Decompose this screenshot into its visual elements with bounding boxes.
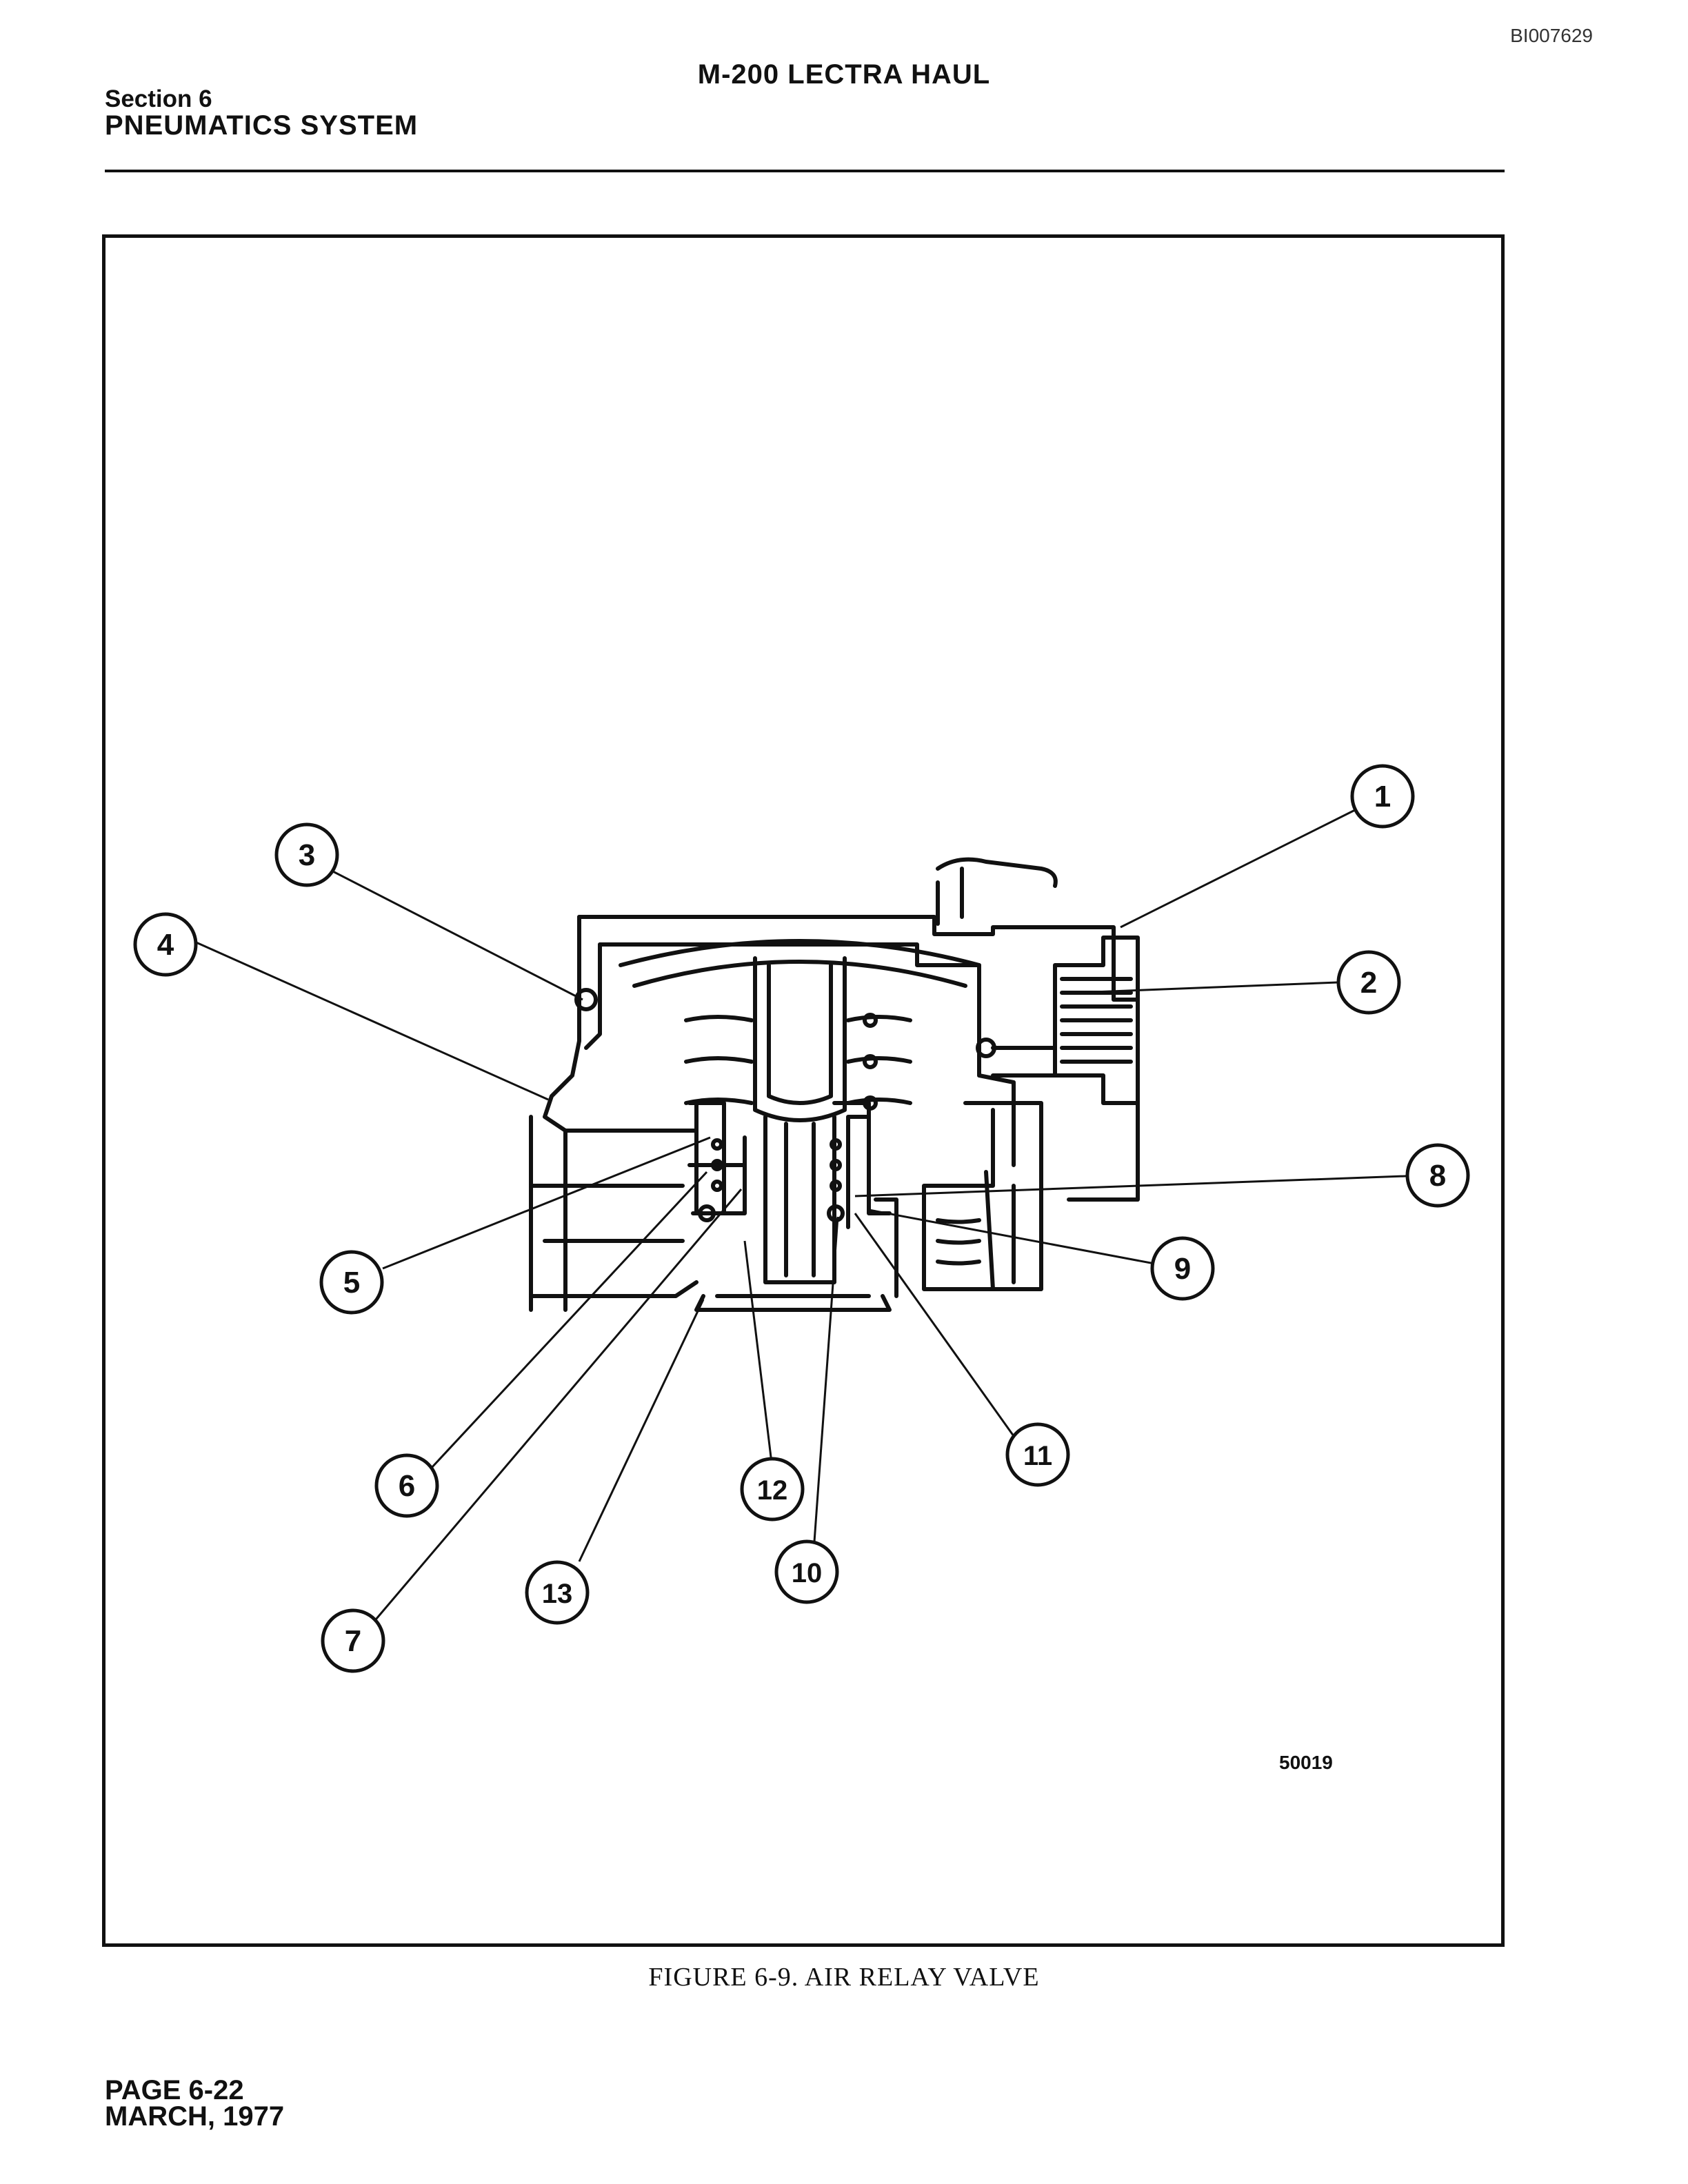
callout-12: 12: [740, 1457, 805, 1521]
callout-9-label: 9: [1174, 1252, 1191, 1286]
callout-4-label: 4: [157, 928, 174, 962]
callout-5-label: 5: [343, 1266, 360, 1300]
callout-6: 6: [374, 1453, 439, 1518]
figure-frame: [102, 234, 1505, 1947]
callout-10: 10: [774, 1539, 839, 1604]
callout-7-label: 7: [345, 1624, 361, 1658]
leader-lines: [192, 809, 1425, 1624]
callout-5: 5: [319, 1250, 384, 1315]
callout-11-label: 11: [1023, 1441, 1052, 1471]
callout-2: 2: [1336, 950, 1401, 1015]
drawing-number: 50019: [1279, 1752, 1333, 1773]
section-name: PNEUMATICS SYSTEM: [105, 110, 419, 141]
callout-10-label: 10: [792, 1558, 823, 1588]
callout-3-label: 3: [299, 838, 315, 872]
callout-13-label: 13: [542, 1579, 573, 1609]
manual-title: M-200 LECTRA HAUL: [697, 59, 991, 90]
callout-4: 4: [133, 912, 198, 977]
callout-11: 11: [1005, 1422, 1070, 1487]
header-rule: [105, 170, 1505, 172]
callout-7: 7: [321, 1608, 385, 1673]
callout-8-label: 8: [1429, 1159, 1446, 1193]
callout-2-label: 2: [1360, 966, 1377, 1000]
callout-3: 3: [274, 822, 339, 887]
callout-9: 9: [1150, 1236, 1215, 1301]
callout-1-label: 1: [1374, 780, 1391, 813]
callout-1: 1: [1350, 764, 1415, 829]
page-date: MARCH, 1977: [105, 2101, 285, 2132]
air-relay-valve-figure: 1 2 3 4 5 6 7 8: [133, 764, 1470, 1773]
page-number: PAGE 6-22: [105, 2075, 244, 2105]
valve-drawing: [529, 857, 1140, 1312]
section-number: Section 6: [105, 85, 212, 112]
callout-8: 8: [1405, 1143, 1470, 1208]
callout-6-label: 6: [399, 1469, 415, 1503]
callout-13: 13: [525, 1560, 590, 1625]
callout-balloons: 1 2 3 4 5 6 7 8: [133, 764, 1470, 1673]
document-id: BI007629: [1510, 25, 1593, 46]
figure-caption: FIGURE 6-9. AIR RELAY VALVE: [648, 1963, 1040, 1992]
callout-12-label: 12: [757, 1475, 788, 1506]
